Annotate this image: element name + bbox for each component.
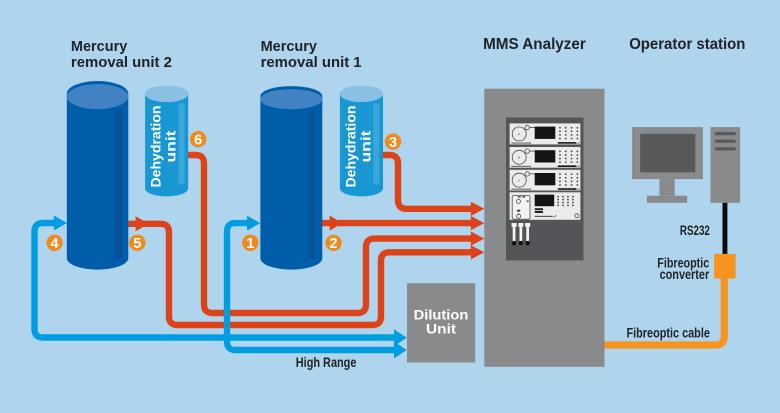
svg-text:5: 5 [133, 236, 141, 252]
svg-text:Mercury: Mercury [71, 38, 128, 55]
svg-text:removal unit 1: removal unit 1 [261, 54, 362, 71]
svg-text:3: 3 [389, 135, 397, 151]
svg-text:Fibreoptic cable: Fibreoptic cable [627, 325, 711, 341]
svg-text:2: 2 [329, 236, 337, 252]
svg-text:1: 1 [246, 236, 254, 252]
svg-text:Mercury: Mercury [261, 38, 318, 55]
svg-text:Operator station: Operator station [629, 36, 745, 53]
svg-text:4: 4 [51, 236, 59, 252]
svg-text:unit: unit [358, 130, 373, 163]
svg-text:Dehydration: Dehydration [149, 106, 164, 188]
svg-text:converter: converter [660, 266, 710, 282]
svg-text:Fibreoptic: Fibreoptic [657, 255, 709, 271]
svg-text:Dilution: Dilution [414, 307, 469, 323]
svg-text:Dehydration: Dehydration [344, 106, 359, 188]
svg-text:unit: unit [164, 130, 179, 163]
svg-text:High Range: High Range [296, 354, 357, 370]
svg-text:removal unit 2: removal unit 2 [71, 54, 172, 71]
svg-text:Unit: Unit [426, 320, 456, 336]
svg-text:MMS Analyzer: MMS Analyzer [483, 36, 586, 53]
svg-text:RS232: RS232 [680, 222, 710, 238]
svg-text:6: 6 [194, 132, 202, 148]
